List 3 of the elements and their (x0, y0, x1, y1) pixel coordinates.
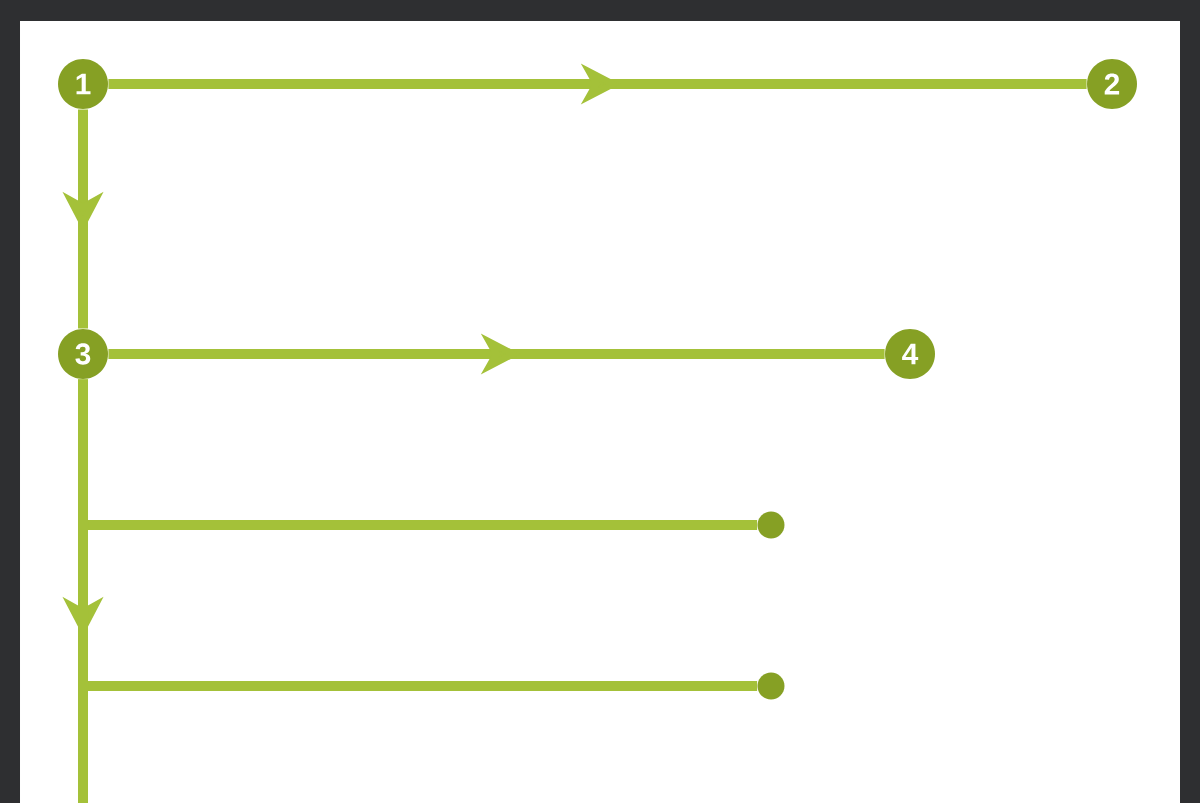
end-dot (757, 672, 785, 700)
end-dot (757, 511, 785, 539)
connector-line (78, 379, 88, 803)
